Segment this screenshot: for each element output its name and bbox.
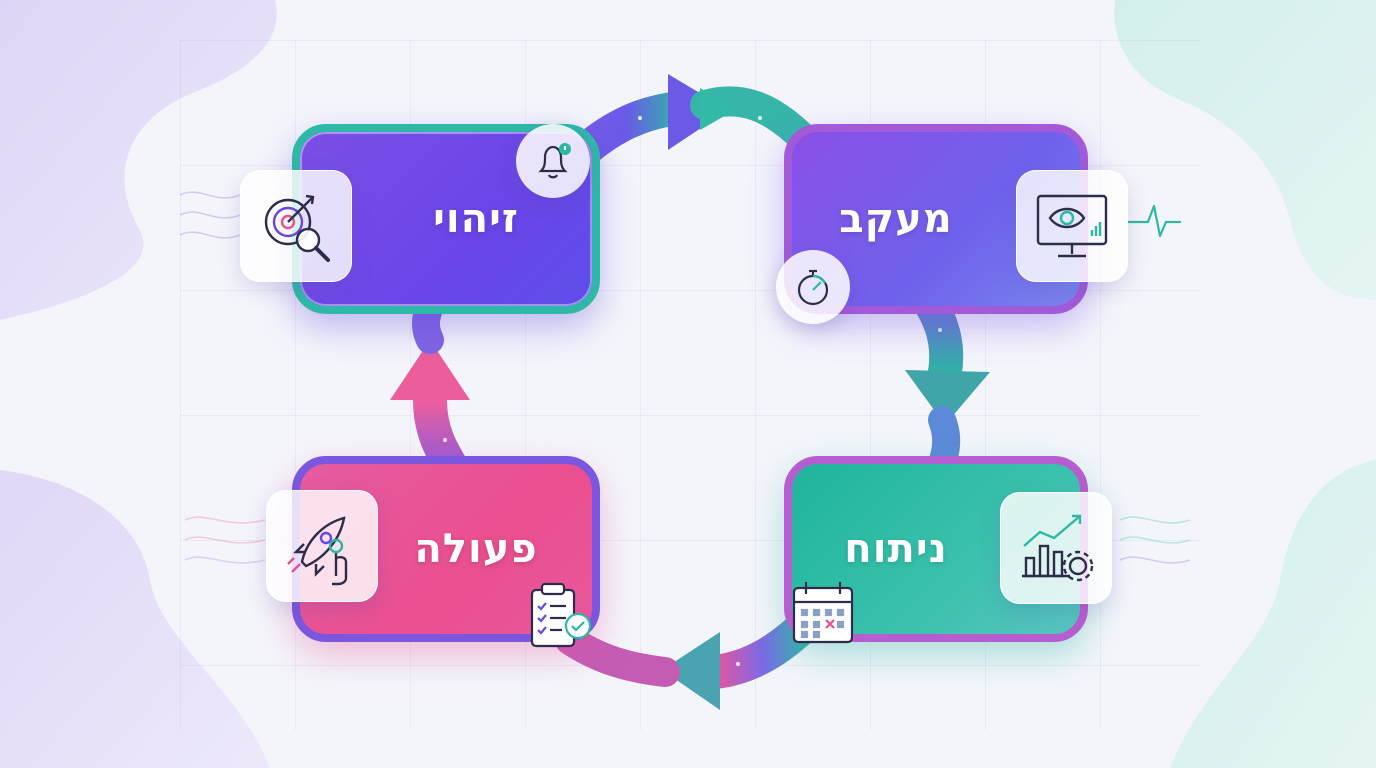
stopwatch-icon [797,269,829,306]
arrow-left [390,298,477,497]
chart-gear-icon [1022,514,1094,582]
blob-top-right [1114,0,1376,300]
bell-icon [538,143,571,179]
calendar-icon [792,582,854,644]
target-magnifier-icon [264,194,330,262]
blob-bottom-right [1170,460,1376,768]
blob-top-left [0,0,277,320]
tile-nituah [1000,492,1112,604]
step-label-zihui: זיהוי [433,196,519,242]
tile-peula [266,490,378,602]
pulse-line-icon [1126,204,1182,238]
badge-clipboard [526,580,596,654]
badge-bell [516,124,590,198]
rocket-hand-icon [287,516,348,586]
tile-zihui [240,170,352,282]
step-label-nituah: ניתוח [844,526,948,572]
clipboard-check-icon [530,582,592,648]
tile-maakav [1016,170,1128,282]
monitor-eye-icon [1036,194,1108,258]
blob-bottom-left [0,470,270,768]
badge-calendar [788,578,858,652]
arrow-bottom [555,603,827,710]
step-label-peula: פעולה [414,526,538,572]
step-label-maakav: מעקב [839,196,953,242]
badge-stopwatch [776,250,850,324]
sparkles [443,116,942,666]
